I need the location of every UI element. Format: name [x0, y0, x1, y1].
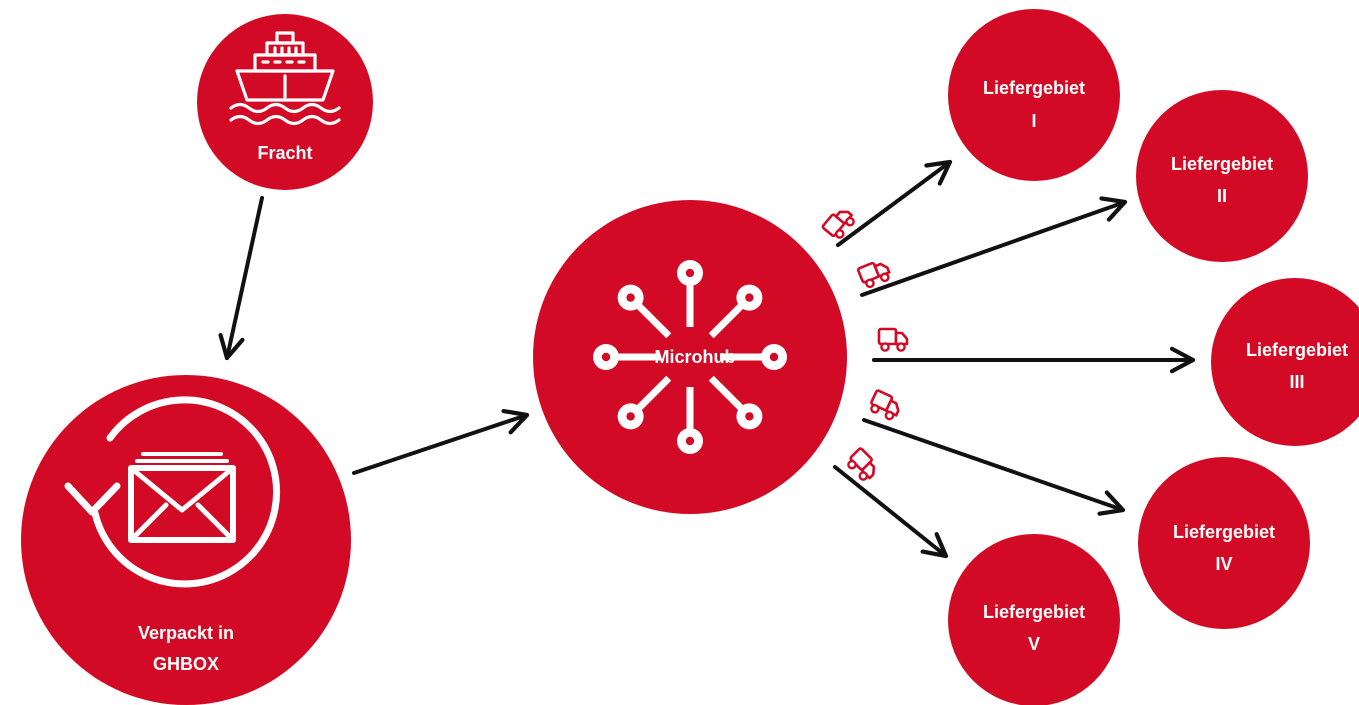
- edge-microhub-to-area-1: [836, 159, 953, 247]
- node-microhub-circle: [533, 200, 847, 514]
- node-area-label-line1: Liefergebiet: [1171, 154, 1273, 174]
- truck-icon: [877, 327, 909, 352]
- node-area-1: Liefergebiet I: [948, 9, 1120, 181]
- node-area-5: Liefergebiet V: [948, 534, 1120, 705]
- node-microhub-label: Microhub: [655, 347, 736, 367]
- node-area-label-line2: V: [1028, 634, 1040, 654]
- node-area-circle: [1138, 457, 1310, 629]
- node-area-label-line2: IV: [1215, 554, 1232, 574]
- node-area-circle: [1136, 90, 1308, 262]
- edge-microhub-to-area-5: [833, 465, 949, 559]
- node-area-label-line1: Liefergebiet: [1246, 340, 1348, 360]
- node-area-2: Liefergebiet II: [1136, 90, 1308, 262]
- node-area-label-line2: II: [1217, 186, 1227, 206]
- envelope-cycle-icon: [64, 396, 281, 588]
- node-area-3: Liefergebiet III: [1211, 278, 1359, 446]
- node-area-label-line1: Liefergebiet: [983, 602, 1085, 622]
- edge-microhub-to-area-2: [860, 196, 1128, 297]
- node-microhub: Microhub: [533, 200, 847, 514]
- node-area-circle: [948, 534, 1120, 705]
- node-area-circle: [1211, 278, 1359, 446]
- node-area-label-line2: I: [1031, 111, 1036, 131]
- node-area-4: Liefergebiet IV: [1138, 457, 1310, 629]
- node-fracht: Fracht: [197, 14, 373, 190]
- node-fracht-circle: [197, 14, 373, 190]
- node-area-label-line1: Liefergebiet: [1173, 522, 1275, 542]
- truck-icon: [866, 388, 904, 423]
- edge-fracht-to-verpackt: [218, 196, 264, 361]
- node-verpackt: Verpackt in GHBOX: [21, 375, 351, 705]
- edges: [218, 159, 1196, 559]
- node-verpackt-label-line2: GHBOX: [153, 654, 219, 674]
- node-area-label-line1: Liefergebiet: [983, 78, 1085, 98]
- node-area-label-line2: III: [1289, 372, 1304, 392]
- edge-microhub-to-area-4: [862, 418, 1126, 516]
- edge-verpackt-to-microhub: [352, 408, 530, 475]
- node-fracht-label: Fracht: [257, 143, 312, 163]
- ship-icon: [229, 31, 341, 126]
- node-verpackt-label-line1: Verpackt in: [138, 623, 234, 643]
- node-area-circle: [948, 9, 1120, 181]
